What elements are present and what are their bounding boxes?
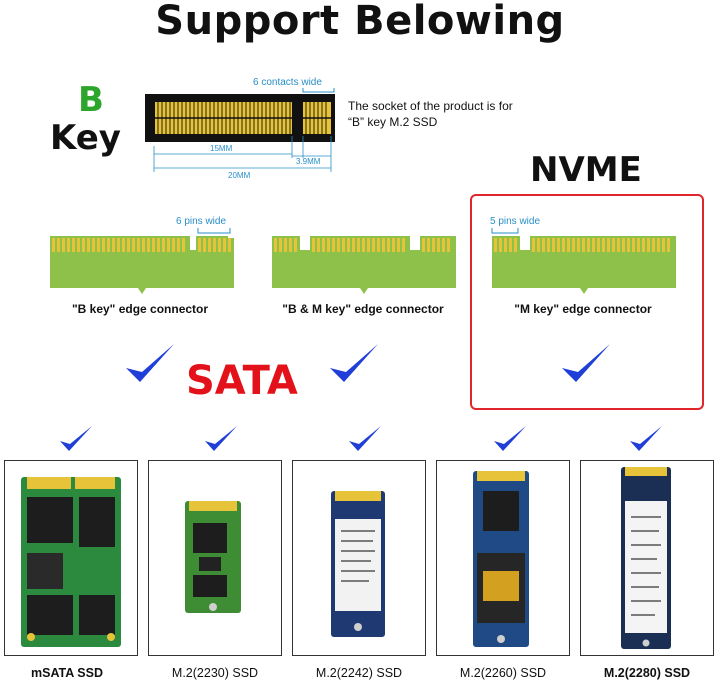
connector-b-key: 6 pins wide xyxy=(50,216,234,294)
connector-m-key: 5 pins wide xyxy=(490,216,676,294)
check-icon xyxy=(330,344,378,382)
check-icon xyxy=(126,344,174,382)
socket-desc-line1: The socket of the product is for xyxy=(348,99,513,113)
msata-ssd-image xyxy=(21,477,121,647)
ssd-card-2280 xyxy=(580,460,714,656)
ssd-label-msata: mSATA SSD xyxy=(31,666,103,680)
pins-note-m: 5 pins wide xyxy=(490,216,540,227)
check-icon xyxy=(205,426,237,451)
m2-2242-ssd-image xyxy=(331,491,385,637)
nvme-highlight-box xyxy=(470,194,704,410)
socket-contacts-main xyxy=(155,102,293,134)
contacts-label: 6 contacts wide xyxy=(253,77,322,88)
sata-heading: SATA xyxy=(186,358,298,404)
ssd-card-msata xyxy=(4,460,138,656)
check-icon xyxy=(494,426,526,451)
connector-label-m: "M key" edge connector xyxy=(514,302,652,316)
m2-2260-ssd-image xyxy=(473,471,529,647)
connector-bm-key xyxy=(272,236,456,294)
m2-2230-ssd-image xyxy=(185,501,241,613)
dim-20mm: 20MM xyxy=(228,171,251,180)
bkey-word: Key xyxy=(50,118,121,158)
pins-note-b: 6 pins wide xyxy=(176,216,226,227)
connector-label-b: "B key" edge connector xyxy=(71,302,209,316)
ssd-card-2230 xyxy=(148,460,282,656)
check-icon xyxy=(60,426,92,451)
ssd-label-2230: M.2(2230) SSD xyxy=(171,666,259,680)
ssd-label-2260: M.2(2260) SSD xyxy=(459,666,547,680)
check-icon xyxy=(562,344,610,382)
page-title: Support Belowing xyxy=(155,0,565,44)
nvme-heading: NVME xyxy=(530,150,642,190)
ssd-card-2260 xyxy=(436,460,570,656)
dim-15mm: 15MM xyxy=(210,144,233,153)
m2-2280-ssd-image xyxy=(621,467,671,649)
bkey-letter: B xyxy=(78,80,104,120)
check-icon xyxy=(349,426,381,451)
socket-description: The socket of the product is for “B” key… xyxy=(348,98,548,130)
ssd-card-2242 xyxy=(292,460,426,656)
socket-desc-line2: “B” key M.2 SSD xyxy=(348,115,438,129)
bkey-socket-diagram: 6 contacts wide 15MM 3.9MM 20MM xyxy=(145,77,335,180)
check-icon xyxy=(630,426,662,451)
dim-3-9mm: 3.9MM xyxy=(296,157,321,166)
ssd-label-2242: M.2(2242) SSD xyxy=(315,666,403,680)
ssd-label-2280: M.2(2280) SSD xyxy=(603,666,691,680)
connector-label-bm: "B & M key" edge connector xyxy=(282,302,444,316)
